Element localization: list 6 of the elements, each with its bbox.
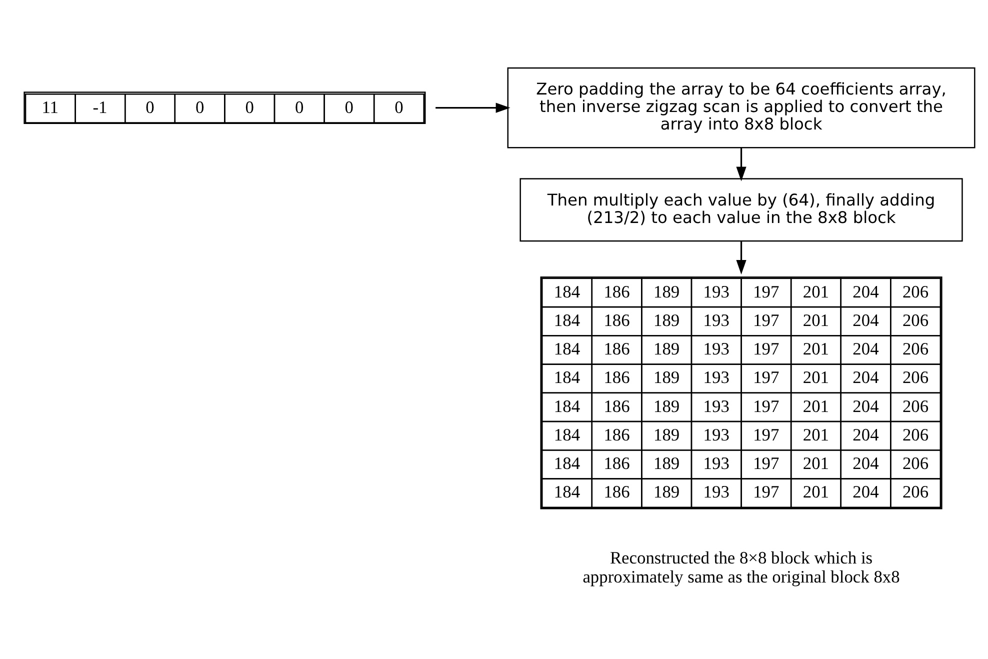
node-box: Then multiply each value by (64), finally adding (213/2) to each value in the 8x8 block xyxy=(519,178,962,242)
arrow xyxy=(435,102,510,112)
arrow xyxy=(736,240,746,274)
node-label: Reconstructed the 8×8 block which is approximately same as the original block 8x8 xyxy=(582,547,900,586)
node-box: Zero padding the array to be 64 coefficients array, then inverse zigzag scan is applied to convert the array into 8x8 block xyxy=(506,66,975,148)
arrow xyxy=(736,147,746,181)
